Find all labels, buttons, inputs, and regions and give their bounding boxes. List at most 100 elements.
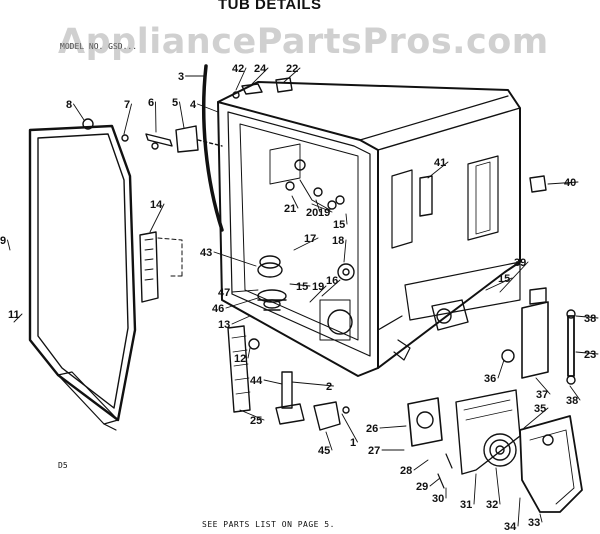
- callout-number: 38: [566, 395, 578, 407]
- callout-number: 40: [564, 177, 576, 189]
- callout-leader-line: [495, 467, 501, 505]
- callout-7: 7: [123, 99, 132, 135]
- callout-leader-line: [179, 101, 185, 129]
- top-bracket-parts: [232, 77, 293, 99]
- callout-39: 39: [499, 257, 529, 293]
- callout-leader-line: [517, 497, 521, 527]
- callout-leader-line: [231, 315, 251, 325]
- callout-leader-line: [473, 473, 477, 505]
- callout-leader-line: [343, 239, 347, 263]
- callout-number: 14: [150, 199, 163, 211]
- callout-number: 34: [504, 521, 517, 533]
- callout-number: 20: [306, 207, 318, 219]
- callout-17: 17: [293, 233, 319, 251]
- callout-26: 26: [366, 423, 407, 435]
- callout-25: 25: [239, 409, 265, 427]
- door-strip-part: [139, 231, 183, 303]
- callout-number: 5: [172, 97, 178, 109]
- callout-16: 16: [321, 275, 341, 297]
- callout-30: 30: [432, 487, 447, 505]
- hinge-bracket-parts: [82, 118, 223, 153]
- callout-37: 37: [535, 377, 551, 401]
- callout-number: 46: [212, 303, 224, 315]
- callout-leader-line: [231, 289, 259, 293]
- callout-38: 38: [566, 385, 581, 407]
- door-gasket-frame: [28, 124, 137, 431]
- callout-46: 46: [212, 297, 259, 315]
- callout-leader-line: [569, 385, 581, 401]
- callout-number: 11: [8, 309, 20, 321]
- diagram-title: TUB DETAILS: [218, 0, 322, 13]
- callout-number: 29: [416, 481, 428, 493]
- callout-number: 17: [304, 233, 316, 245]
- callout-number: 33: [528, 517, 540, 529]
- callout-leader-line: [251, 67, 269, 85]
- callout-leader-line: [293, 237, 319, 251]
- callout-leader-line: [289, 283, 311, 287]
- callout-15: 15: [485, 273, 513, 291]
- callout-42: 42: [232, 63, 247, 91]
- callout-36: 36: [484, 359, 505, 385]
- callout-number: 25: [250, 415, 262, 427]
- callout-number: 37: [536, 389, 548, 401]
- callout-number: 4: [190, 99, 197, 111]
- callout-number: 47: [218, 287, 230, 299]
- callout-leader-line: [575, 315, 599, 319]
- callout-number: 26: [366, 423, 378, 435]
- callout-number: 36: [484, 373, 496, 385]
- callout-leader-line: [575, 351, 599, 355]
- callout-number: 45: [318, 445, 330, 457]
- dispenser-assembly: [407, 389, 583, 513]
- callout-number: 12: [234, 353, 246, 365]
- callout-31: 31: [460, 473, 477, 511]
- callout-number: 27: [368, 445, 380, 457]
- callout-number: 18: [332, 235, 344, 247]
- callout-24: 24: [251, 63, 269, 85]
- callout-12: 12: [234, 347, 251, 365]
- callout-number: 41: [434, 157, 446, 169]
- callout-number: 43: [200, 247, 212, 259]
- callout-number: 28: [400, 465, 412, 477]
- callout-number: 8: [66, 99, 72, 111]
- callout-13: 13: [218, 315, 251, 331]
- callout-leader-line: [345, 213, 348, 225]
- callout-leader-line: [13, 313, 23, 323]
- callout-leader-line: [239, 409, 265, 421]
- callout-leader-line: [197, 103, 219, 113]
- callout-leader-line: [429, 477, 441, 487]
- callout-number: 31: [460, 499, 472, 511]
- callout-number: 32: [486, 499, 498, 511]
- fill-hose: [201, 64, 224, 232]
- callout-number: 19: [318, 207, 330, 219]
- callout-33: 33: [528, 513, 543, 529]
- callout-4: 4: [190, 99, 219, 113]
- callout-8: 8: [66, 99, 85, 121]
- callout-11: 11: [8, 309, 23, 323]
- callout-number: 39: [514, 257, 526, 269]
- callout-number: 44: [250, 375, 263, 387]
- callout-3: 3: [178, 71, 205, 83]
- callout-40: 40: [547, 177, 579, 189]
- callout-leader-line: [7, 239, 11, 251]
- corner-code: D5: [58, 461, 68, 470]
- callout-leader-line: [325, 431, 333, 451]
- callout-32: 32: [486, 467, 501, 511]
- pump-and-wash-arm-parts: [257, 179, 345, 311]
- callout-20: 20: [306, 199, 321, 219]
- callout-leader-line: [73, 103, 85, 121]
- model-number-line: MODEL NO. GSD...: [60, 42, 138, 51]
- callout-number: 13: [218, 319, 230, 331]
- watermark-text: AppliancePartsPros.com: [58, 22, 549, 62]
- callout-number: 35: [534, 403, 546, 415]
- callout-leader-line: [427, 161, 449, 179]
- callout-number: 6: [148, 97, 154, 109]
- callout-1: 1: [341, 413, 358, 449]
- callout-leader-line: [379, 425, 407, 429]
- callout-leader-line: [247, 347, 251, 359]
- callout-number: 1: [350, 437, 356, 449]
- callout-leader-line: [315, 199, 321, 213]
- callout-15: 15: [333, 213, 348, 231]
- callout-number: 23: [584, 349, 596, 361]
- callout-leader-line: [309, 285, 327, 303]
